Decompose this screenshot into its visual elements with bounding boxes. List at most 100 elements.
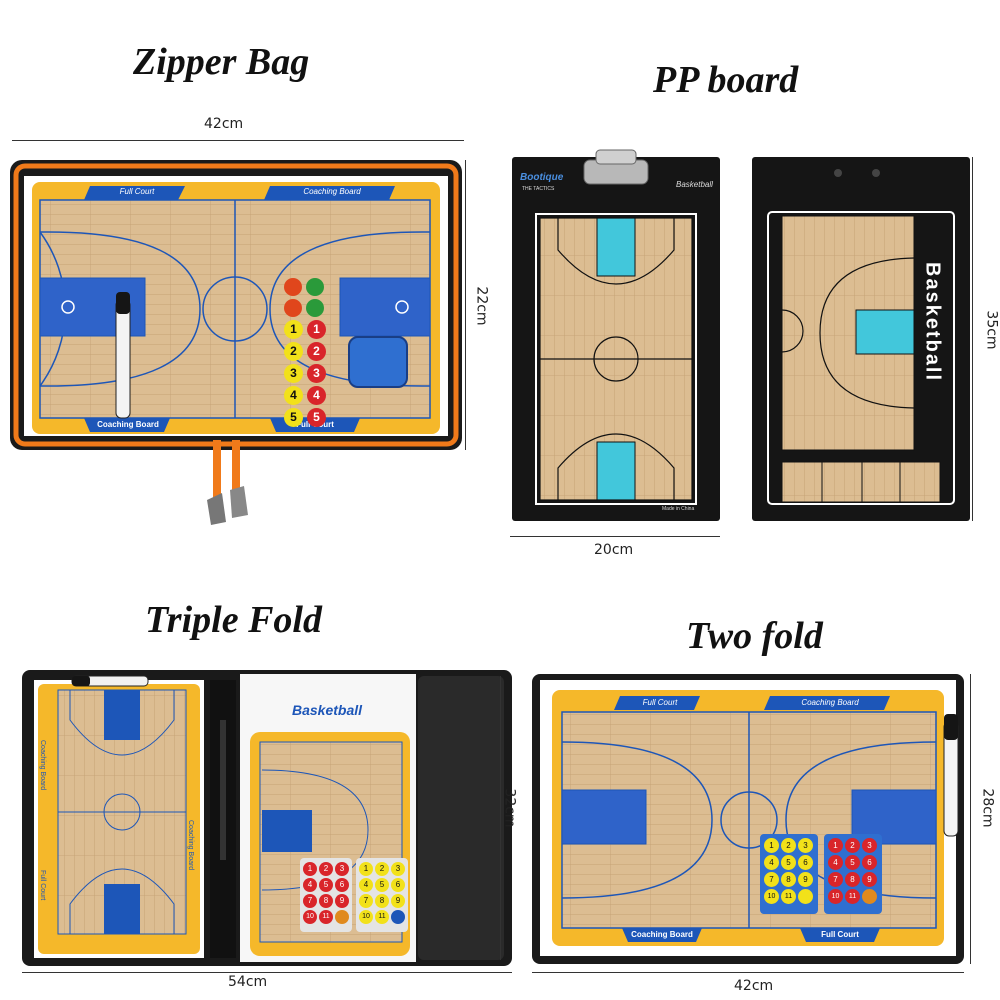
yellow-magnet-9: 9 — [391, 894, 405, 908]
red-magnet-4: 4 — [828, 855, 843, 870]
magnet-yellow-1: 1 — [284, 320, 303, 339]
red-magnet-3: 3 — [862, 838, 877, 853]
magnet-yellow-4: 4 — [284, 386, 303, 405]
yellow-magnet-5: 5 — [781, 855, 796, 870]
two-width-line — [532, 972, 964, 973]
magnet-piece — [284, 299, 302, 317]
two-height-label: 28cm — [979, 788, 996, 828]
red-magnet-8: 8 — [319, 894, 333, 908]
triple-width-line — [22, 972, 512, 973]
red-magnet-7: 7 — [303, 894, 317, 908]
pp-tactics-label: THE TACTICS — [522, 186, 555, 192]
two-full-court-label: Full Court — [821, 930, 859, 939]
red-magnet-5: 5 — [845, 855, 860, 870]
yellow-magnet-4: 4 — [764, 855, 779, 870]
yellow-magnet-10: 10 — [764, 889, 779, 904]
yellow-magnet-8: 8 — [781, 872, 796, 887]
yellow-magnet-2: 2 — [375, 862, 389, 876]
magnet-yellow-5: 5 — [284, 408, 303, 427]
two-coaching-board-top-label: Coaching Board — [801, 698, 859, 707]
zipper-width-label: 42cm — [204, 116, 244, 132]
yellow-magnet-8: 8 — [375, 894, 389, 908]
yellow-magnet-1: 1 — [764, 838, 779, 853]
magnet-red-1: 1 — [307, 320, 326, 339]
zipper-coaching-board-top-label: Coaching Board — [303, 187, 361, 196]
red-magnet-11: 11 — [319, 910, 333, 924]
zipper-full-court-label: Full Court — [119, 187, 155, 196]
zipper-height-line — [465, 160, 466, 450]
magnet-yellow-2: 2 — [284, 342, 303, 361]
yellow-magnet-3: 3 — [798, 838, 813, 853]
yellow-magnet-7: 7 — [764, 872, 779, 887]
pp-basketball-small-label: Basketball — [676, 180, 713, 189]
magnet-red-2: 2 — [307, 342, 326, 361]
pp-made-in-label: Made in China — [662, 506, 695, 512]
zipper-bag-product — [10, 160, 462, 525]
yellow-magnet-2: 2 — [781, 838, 796, 853]
red-magnet-7: 7 — [828, 872, 843, 887]
triple-fold-title: Triple Fold — [145, 599, 322, 641]
zipper-coaching-board-label: Coaching Board — [97, 420, 159, 429]
two-full-court-top-label: Full Court — [642, 698, 678, 707]
magnet-red-3: 3 — [307, 364, 326, 383]
red-magnet-2: 2 — [319, 862, 333, 876]
magnet-red-4: 4 — [307, 386, 326, 405]
pp-board-title: PP board — [653, 59, 799, 101]
red-magnet-11: 11 — [845, 889, 860, 904]
zipper-magnet-set: 1 1 2 2 3 3 4 4 5 5 — [284, 278, 328, 427]
pp-brand-label: Bootique — [520, 172, 564, 183]
yellow-magnet-6: 6 — [798, 855, 813, 870]
ball-magnet — [335, 910, 349, 924]
yellow-magnet-3: 3 — [391, 862, 405, 876]
yellow-magnet-9: 9 — [798, 872, 813, 887]
zipper-width-line — [12, 140, 464, 141]
red-magnet-9: 9 — [335, 894, 349, 908]
red-magnet-9: 9 — [862, 872, 877, 887]
red-magnet-6: 6 — [862, 855, 877, 870]
red-magnet-6: 6 — [335, 878, 349, 892]
magnet-piece — [306, 278, 324, 296]
yellow-magnet-7: 7 — [359, 894, 373, 908]
yellow-magnet-4: 4 — [359, 878, 373, 892]
whistle-magnet — [798, 889, 813, 904]
triple-basketball-logo-label: Basketball — [292, 702, 363, 718]
red-magnet-4: 4 — [303, 878, 317, 892]
two-fold-title: Two fold — [686, 615, 823, 657]
two-red-magnet-grid: 1 2 3 4 5 6 7 8 9 10 11 — [828, 838, 880, 904]
magnet-piece — [306, 299, 324, 317]
two-yellow-magnet-grid: 1 2 3 4 5 6 7 8 9 10 11 — [764, 838, 816, 904]
red-magnet-10: 10 — [828, 889, 843, 904]
pp-height-line — [972, 157, 973, 521]
red-magnet-1: 1 — [303, 862, 317, 876]
zipper-bag-title: Zipper Bag — [133, 41, 310, 83]
red-magnet-5: 5 — [319, 878, 333, 892]
yellow-magnet-11: 11 — [375, 910, 389, 924]
triple-height-line — [500, 676, 501, 960]
triple-width-label: 54cm — [228, 974, 268, 990]
yellow-magnet-11: 11 — [781, 889, 796, 904]
triple-yellow-magnet-grid: 1 2 3 4 5 6 7 8 9 10 11 — [359, 862, 407, 924]
magnet-yellow-3: 3 — [284, 364, 303, 383]
triple-red-magnet-grid: 1 2 3 4 5 6 7 8 9 10 11 — [303, 862, 351, 924]
red-magnet-8: 8 — [845, 872, 860, 887]
magnet-red-5: 5 — [307, 408, 326, 427]
two-coaching-board-label: Coaching Board — [631, 930, 693, 939]
red-magnet-1: 1 — [828, 838, 843, 853]
red-magnet-3: 3 — [335, 862, 349, 876]
yellow-magnet-5: 5 — [375, 878, 389, 892]
yellow-magnet-1: 1 — [359, 862, 373, 876]
pp-width-label: 20cm — [594, 542, 634, 558]
whistle-magnet — [391, 910, 405, 924]
yellow-magnet-6: 6 — [391, 878, 405, 892]
two-height-line — [970, 674, 971, 964]
red-magnet-10: 10 — [303, 910, 317, 924]
pp-width-line — [510, 536, 720, 537]
red-magnet-2: 2 — [845, 838, 860, 853]
magnet-piece — [284, 278, 302, 296]
yellow-magnet-10: 10 — [359, 910, 373, 924]
two-width-label: 42cm — [734, 978, 774, 994]
ball-magnet — [862, 889, 877, 904]
